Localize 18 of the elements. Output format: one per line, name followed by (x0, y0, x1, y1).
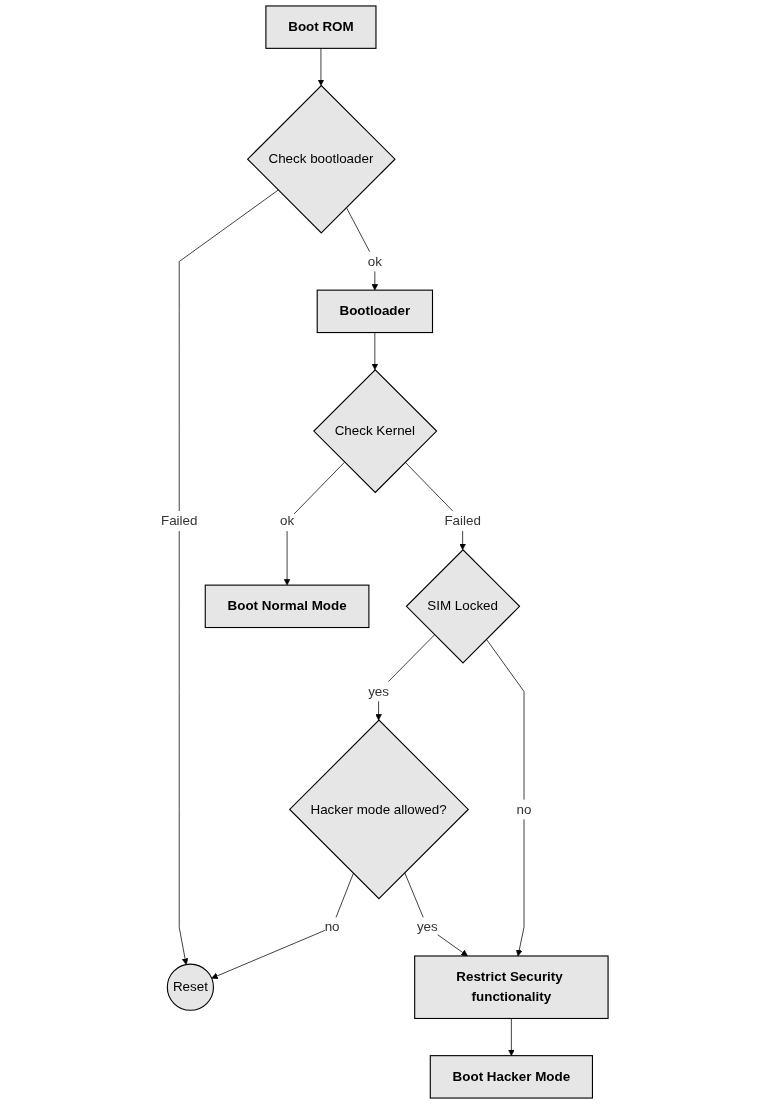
node-box: Boot ROM (265, 5, 377, 49)
node-diamond: Hacker mode allowed? (288, 719, 469, 900)
edge-label: ok (367, 253, 382, 269)
node-box: Bootloader (316, 289, 434, 334)
node-box: Boot Hacker Mode (429, 1055, 593, 1099)
edge-label: Failed (444, 513, 481, 529)
node-diamond: Check bootloader (246, 84, 396, 234)
edge-label: Failed (160, 513, 198, 529)
node-circle: Reset (166, 963, 214, 1011)
node-box: Boot Normal Mode (204, 584, 370, 629)
edge-label: ok (279, 513, 295, 529)
node-box: Restrict Security functionality (414, 955, 609, 1019)
edge-label: yes (368, 683, 389, 699)
edge-label: no (324, 919, 340, 935)
node-diamond: SIM Locked (405, 548, 521, 664)
node-diamond: Check Kernel (313, 368, 438, 494)
edge-label: yes (416, 919, 438, 935)
edge-label: no (516, 801, 532, 817)
